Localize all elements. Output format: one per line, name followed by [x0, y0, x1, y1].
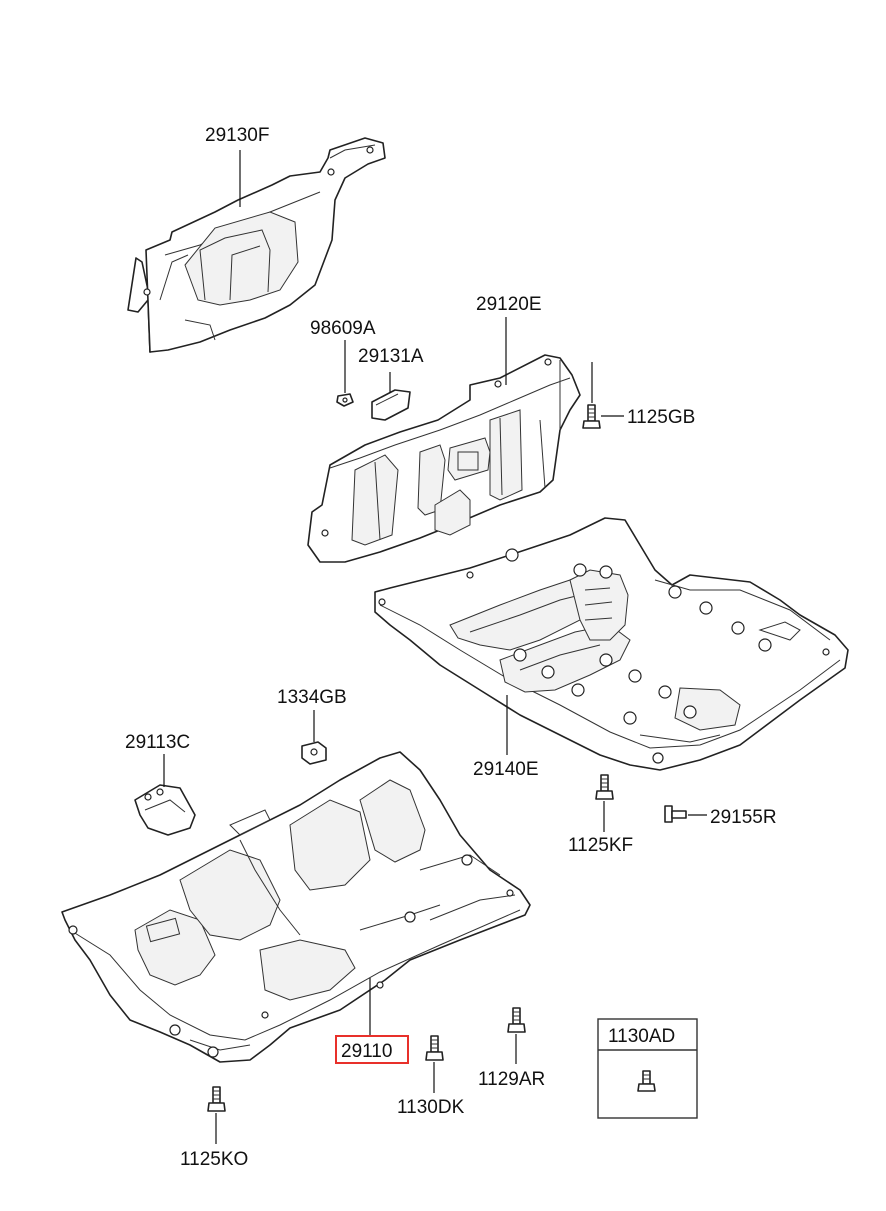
- leader-lines: [163, 150, 707, 1144]
- part-29155R-bolt[interactable]: [664, 805, 687, 823]
- part-1125KF-bolt[interactable]: [595, 774, 614, 800]
- part-1334GB-nut[interactable]: [301, 741, 327, 765]
- label-1334GB[interactable]: 1334GB: [277, 687, 347, 708]
- label-1130AD: 1130AD: [608, 1026, 675, 1047]
- label-29140E[interactable]: 29140E: [473, 759, 539, 780]
- callout-box-1130AD[interactable]: 1130AD: [597, 1018, 698, 1119]
- part-1125KO-bolt[interactable]: [207, 1086, 226, 1112]
- label-1125KO[interactable]: 1125KO: [180, 1149, 248, 1170]
- label-29110[interactable]: 29110: [341, 1041, 392, 1062]
- label-29155R[interactable]: 29155R: [710, 807, 777, 828]
- part-1129AR-bolt[interactable]: [507, 1007, 526, 1033]
- label-1125KF[interactable]: 1125KF: [568, 835, 633, 856]
- label-29130F[interactable]: 29130F: [205, 125, 269, 146]
- label-29120E[interactable]: 29120E: [476, 294, 542, 315]
- highlight-box-29110: [335, 1035, 409, 1064]
- part-98609A-clip[interactable]: [336, 393, 354, 407]
- label-1125GB[interactable]: 1125GB: [627, 407, 695, 428]
- part-1130DK-bolt[interactable]: [425, 1035, 444, 1061]
- part-1130AD-screw: [637, 1070, 656, 1092]
- label-29131A[interactable]: 29131A: [358, 346, 424, 367]
- part-29131A-plate[interactable]: [371, 389, 411, 421]
- label-29113C[interactable]: 29113C: [125, 732, 190, 753]
- part-29120E-shield[interactable]: [307, 354, 581, 563]
- part-29113C-cover[interactable]: [134, 784, 196, 836]
- label-98609A[interactable]: 98609A: [310, 318, 376, 339]
- part-29140E-cover[interactable]: [374, 517, 849, 771]
- part-29110-cover[interactable]: [61, 751, 531, 1063]
- part-1125GB-bolt[interactable]: [582, 404, 601, 429]
- label-1130DK[interactable]: 1130DK: [397, 1097, 465, 1118]
- part-29130F-shield[interactable]: [127, 137, 386, 353]
- label-1129AR[interactable]: 1129AR: [478, 1069, 545, 1090]
